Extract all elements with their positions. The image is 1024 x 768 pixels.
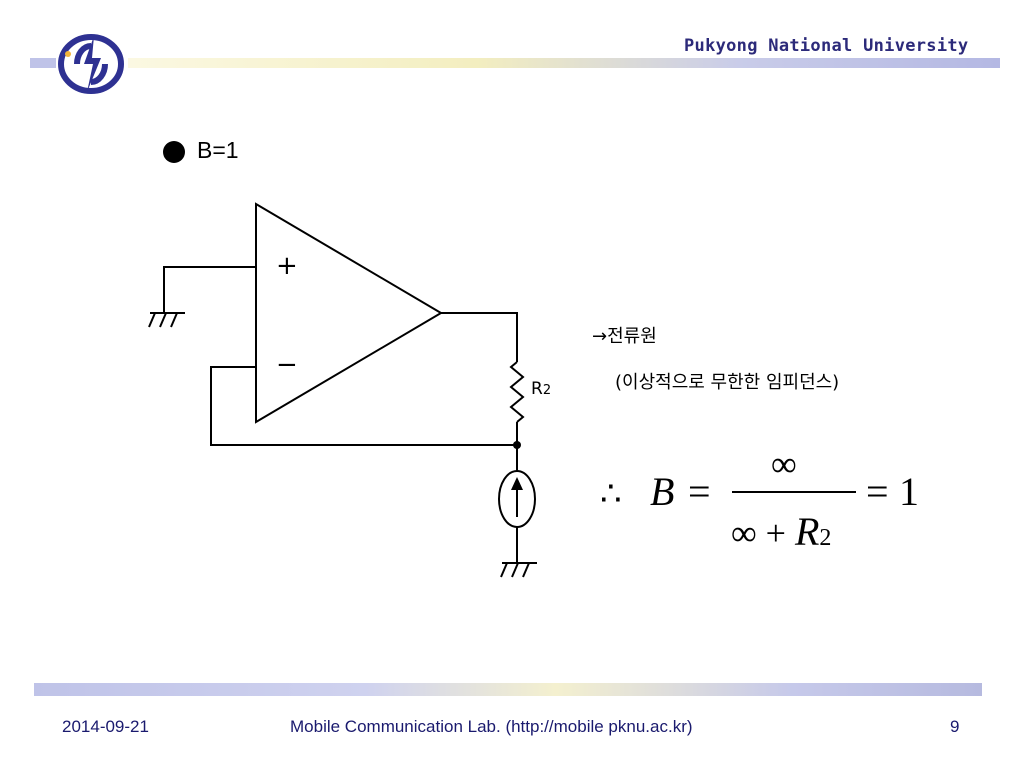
university-name: Pukyong National University: [684, 36, 969, 56]
eq-denominator-var: R: [794, 509, 819, 554]
header-bar-left: [30, 58, 56, 68]
opamp-minus-label: −: [276, 350, 298, 380]
eq-denominator-sub: 2: [819, 525, 831, 551]
footer-lab: Mobile Communication Lab. (http://mobile…: [290, 717, 693, 736]
eq-result: 1: [899, 469, 919, 514]
resistor-subscript: 2: [543, 383, 551, 398]
note-impedance: (이상적으로 무한한 임피던스): [615, 372, 840, 393]
opamp-triangle: [255, 202, 443, 424]
resistor-label: R: [531, 379, 543, 399]
eq-numerator: ∞: [771, 444, 797, 484]
eq-equals-2: =: [866, 469, 889, 514]
footer-bar: [34, 683, 982, 696]
header-bar-right: [128, 58, 1000, 68]
page-number: 9: [950, 717, 960, 736]
current-source-arrowhead: [511, 477, 523, 490]
wire-output: [441, 312, 518, 362]
equation: ∴ B = ∞ ∞ + R2 = 1: [600, 444, 919, 554]
svg-text:R2: R2: [531, 379, 551, 399]
wire-feedback: [210, 366, 517, 446]
slide-title: B=1: [197, 137, 239, 163]
svg-text:∞ + R2: ∞ + R2: [731, 509, 831, 554]
junction-node: [513, 441, 521, 449]
resistor-r2: [509, 361, 525, 423]
therefore-symbol: ∴: [600, 476, 622, 513]
opamp-plus-label: +: [276, 251, 298, 281]
pknu-logo-icon: [58, 34, 124, 94]
footer-date: 2014-09-21: [62, 717, 149, 736]
eq-equals-1: =: [688, 469, 711, 514]
wire-plus-input: [163, 266, 256, 313]
bullet-icon: [163, 141, 185, 163]
note-current-source: →전류원: [592, 326, 657, 347]
eq-denominator: ∞ +: [731, 513, 795, 553]
eq-lhs: B: [650, 469, 674, 514]
